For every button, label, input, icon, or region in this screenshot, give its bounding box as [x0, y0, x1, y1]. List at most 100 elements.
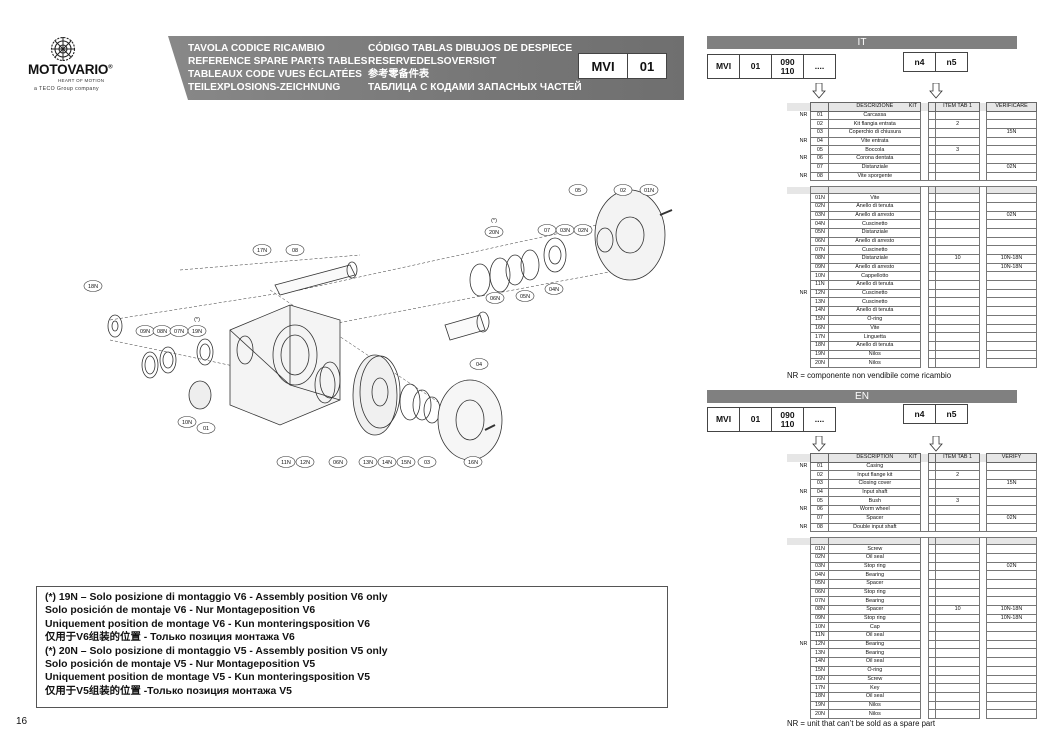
- kit-cell: [928, 544, 937, 554]
- spacer-cell: [920, 332, 930, 342]
- item-cell: [935, 552, 981, 563]
- description-cell: O-ring: [828, 665, 922, 676]
- spacer-cell: [979, 154, 988, 164]
- verify-cell: [986, 110, 1037, 121]
- title-column-2: CÓDIGO TABLAS DIBUJOS DE DESPIECE RESERV…: [368, 42, 582, 94]
- code-cell: 11N: [810, 631, 830, 641]
- nr-cell: [787, 281, 811, 290]
- diagram-label: 03N: [560, 228, 570, 234]
- spacer-cell: [979, 523, 988, 532]
- kit-cell: [928, 479, 937, 489]
- code-cell: 07N: [810, 596, 830, 606]
- subheader-cell: [928, 537, 937, 546]
- code-cell: 20N: [810, 709, 830, 719]
- description-cell: Anello di tenuta: [828, 201, 922, 212]
- kit-cell: [928, 622, 937, 633]
- nr-cell: [787, 202, 811, 211]
- spacer-cell: [979, 341, 988, 351]
- group-label: a TECO Group company: [34, 86, 99, 92]
- code-cell: 15N: [810, 314, 830, 325]
- verify-cell: [986, 544, 1037, 554]
- code-cell: 17N: [810, 332, 830, 342]
- nr-cell: [787, 597, 811, 606]
- nr-cell: [787, 246, 811, 255]
- spacer-cell: [920, 193, 930, 203]
- nr-cell: [787, 220, 811, 229]
- verify-cell: 10N-18N: [986, 254, 1037, 264]
- code-cell: 04N: [810, 219, 830, 229]
- kit-cell: [928, 145, 937, 156]
- item-cell: [935, 358, 981, 368]
- nr-cell: [787, 263, 811, 272]
- spacer-cell: [979, 228, 988, 238]
- kit-cell: [928, 245, 937, 255]
- diagram-label: 06N: [333, 460, 343, 466]
- header-code-cell: [810, 453, 830, 463]
- verify-cell: 10N-18N: [986, 262, 1037, 273]
- description-cell: Bush: [828, 496, 922, 507]
- diagram-label: 07N: [174, 329, 184, 335]
- kit-cell: [928, 306, 937, 316]
- code-cell: 03: [810, 128, 830, 138]
- verify-cell: 10N-18N: [986, 605, 1037, 615]
- header-checkbox-cell: [928, 102, 937, 112]
- header-kit-label: KIT: [908, 103, 918, 110]
- verify-cell: [986, 323, 1037, 334]
- nr-cell: NR: [799, 112, 808, 119]
- kit-cell: [928, 709, 937, 719]
- code-cell: 13N: [810, 297, 830, 308]
- note-line: Uniquement position de montage V6 - Kun …: [45, 618, 371, 630]
- spacer-cell: [979, 163, 988, 172]
- note-line: Solo posición de montaje V5 - Nur Montag…: [45, 659, 316, 671]
- spacer-cell: [920, 666, 930, 675]
- kit-cell: [928, 691, 937, 702]
- spacer-cell: [920, 579, 930, 589]
- spacer-cell: [920, 675, 930, 684]
- nr-cell: NR: [799, 523, 808, 530]
- item-cell: [935, 136, 981, 147]
- nr-cell: [787, 307, 811, 316]
- kit-cell: [928, 700, 937, 711]
- item-cell: [935, 297, 981, 308]
- diagram-label: 16N: [468, 460, 478, 466]
- code-cell: 02N: [810, 552, 830, 563]
- description-cell: Distanziale: [828, 227, 922, 238]
- kit-cell: [928, 639, 937, 650]
- code-cell: 08N: [810, 254, 830, 264]
- diagram-label: 06N: [490, 296, 500, 302]
- header-nr-cell: [787, 453, 811, 463]
- code-cell: 14N: [810, 657, 830, 667]
- description-cell: Screw: [828, 544, 922, 554]
- spacer-cell: [920, 640, 930, 649]
- nr-cell: [787, 211, 811, 220]
- code-version-box: 01: [739, 54, 772, 79]
- verify-cell: 02N: [986, 561, 1037, 572]
- model-number-box: 01: [627, 53, 667, 79]
- title-line: REFERENCE SPARE PARTS TABLES: [188, 56, 368, 67]
- title-line: TAVOLA CODICE RICAMBIO: [188, 43, 325, 54]
- nr-cell: [787, 666, 811, 675]
- subheader-cell: [979, 537, 988, 545]
- item-cell: 10: [935, 605, 981, 615]
- nr-cell: [787, 692, 811, 701]
- spacer-cell: [979, 683, 988, 693]
- code-cell: 17N: [810, 683, 830, 693]
- code-cell: 07: [810, 513, 830, 524]
- verify-cell: [986, 219, 1037, 229]
- kit-cell: [928, 288, 937, 299]
- diagram-label: 14N: [382, 460, 392, 466]
- kit-cell: [928, 631, 937, 641]
- description-cell: Oil seal: [828, 657, 922, 667]
- item-cell: [935, 306, 981, 316]
- description-cell: Vite sporgente: [828, 171, 922, 182]
- spacer-cell: [979, 289, 988, 298]
- code-cell: 02: [810, 119, 830, 130]
- code-cell: 08N: [810, 605, 830, 615]
